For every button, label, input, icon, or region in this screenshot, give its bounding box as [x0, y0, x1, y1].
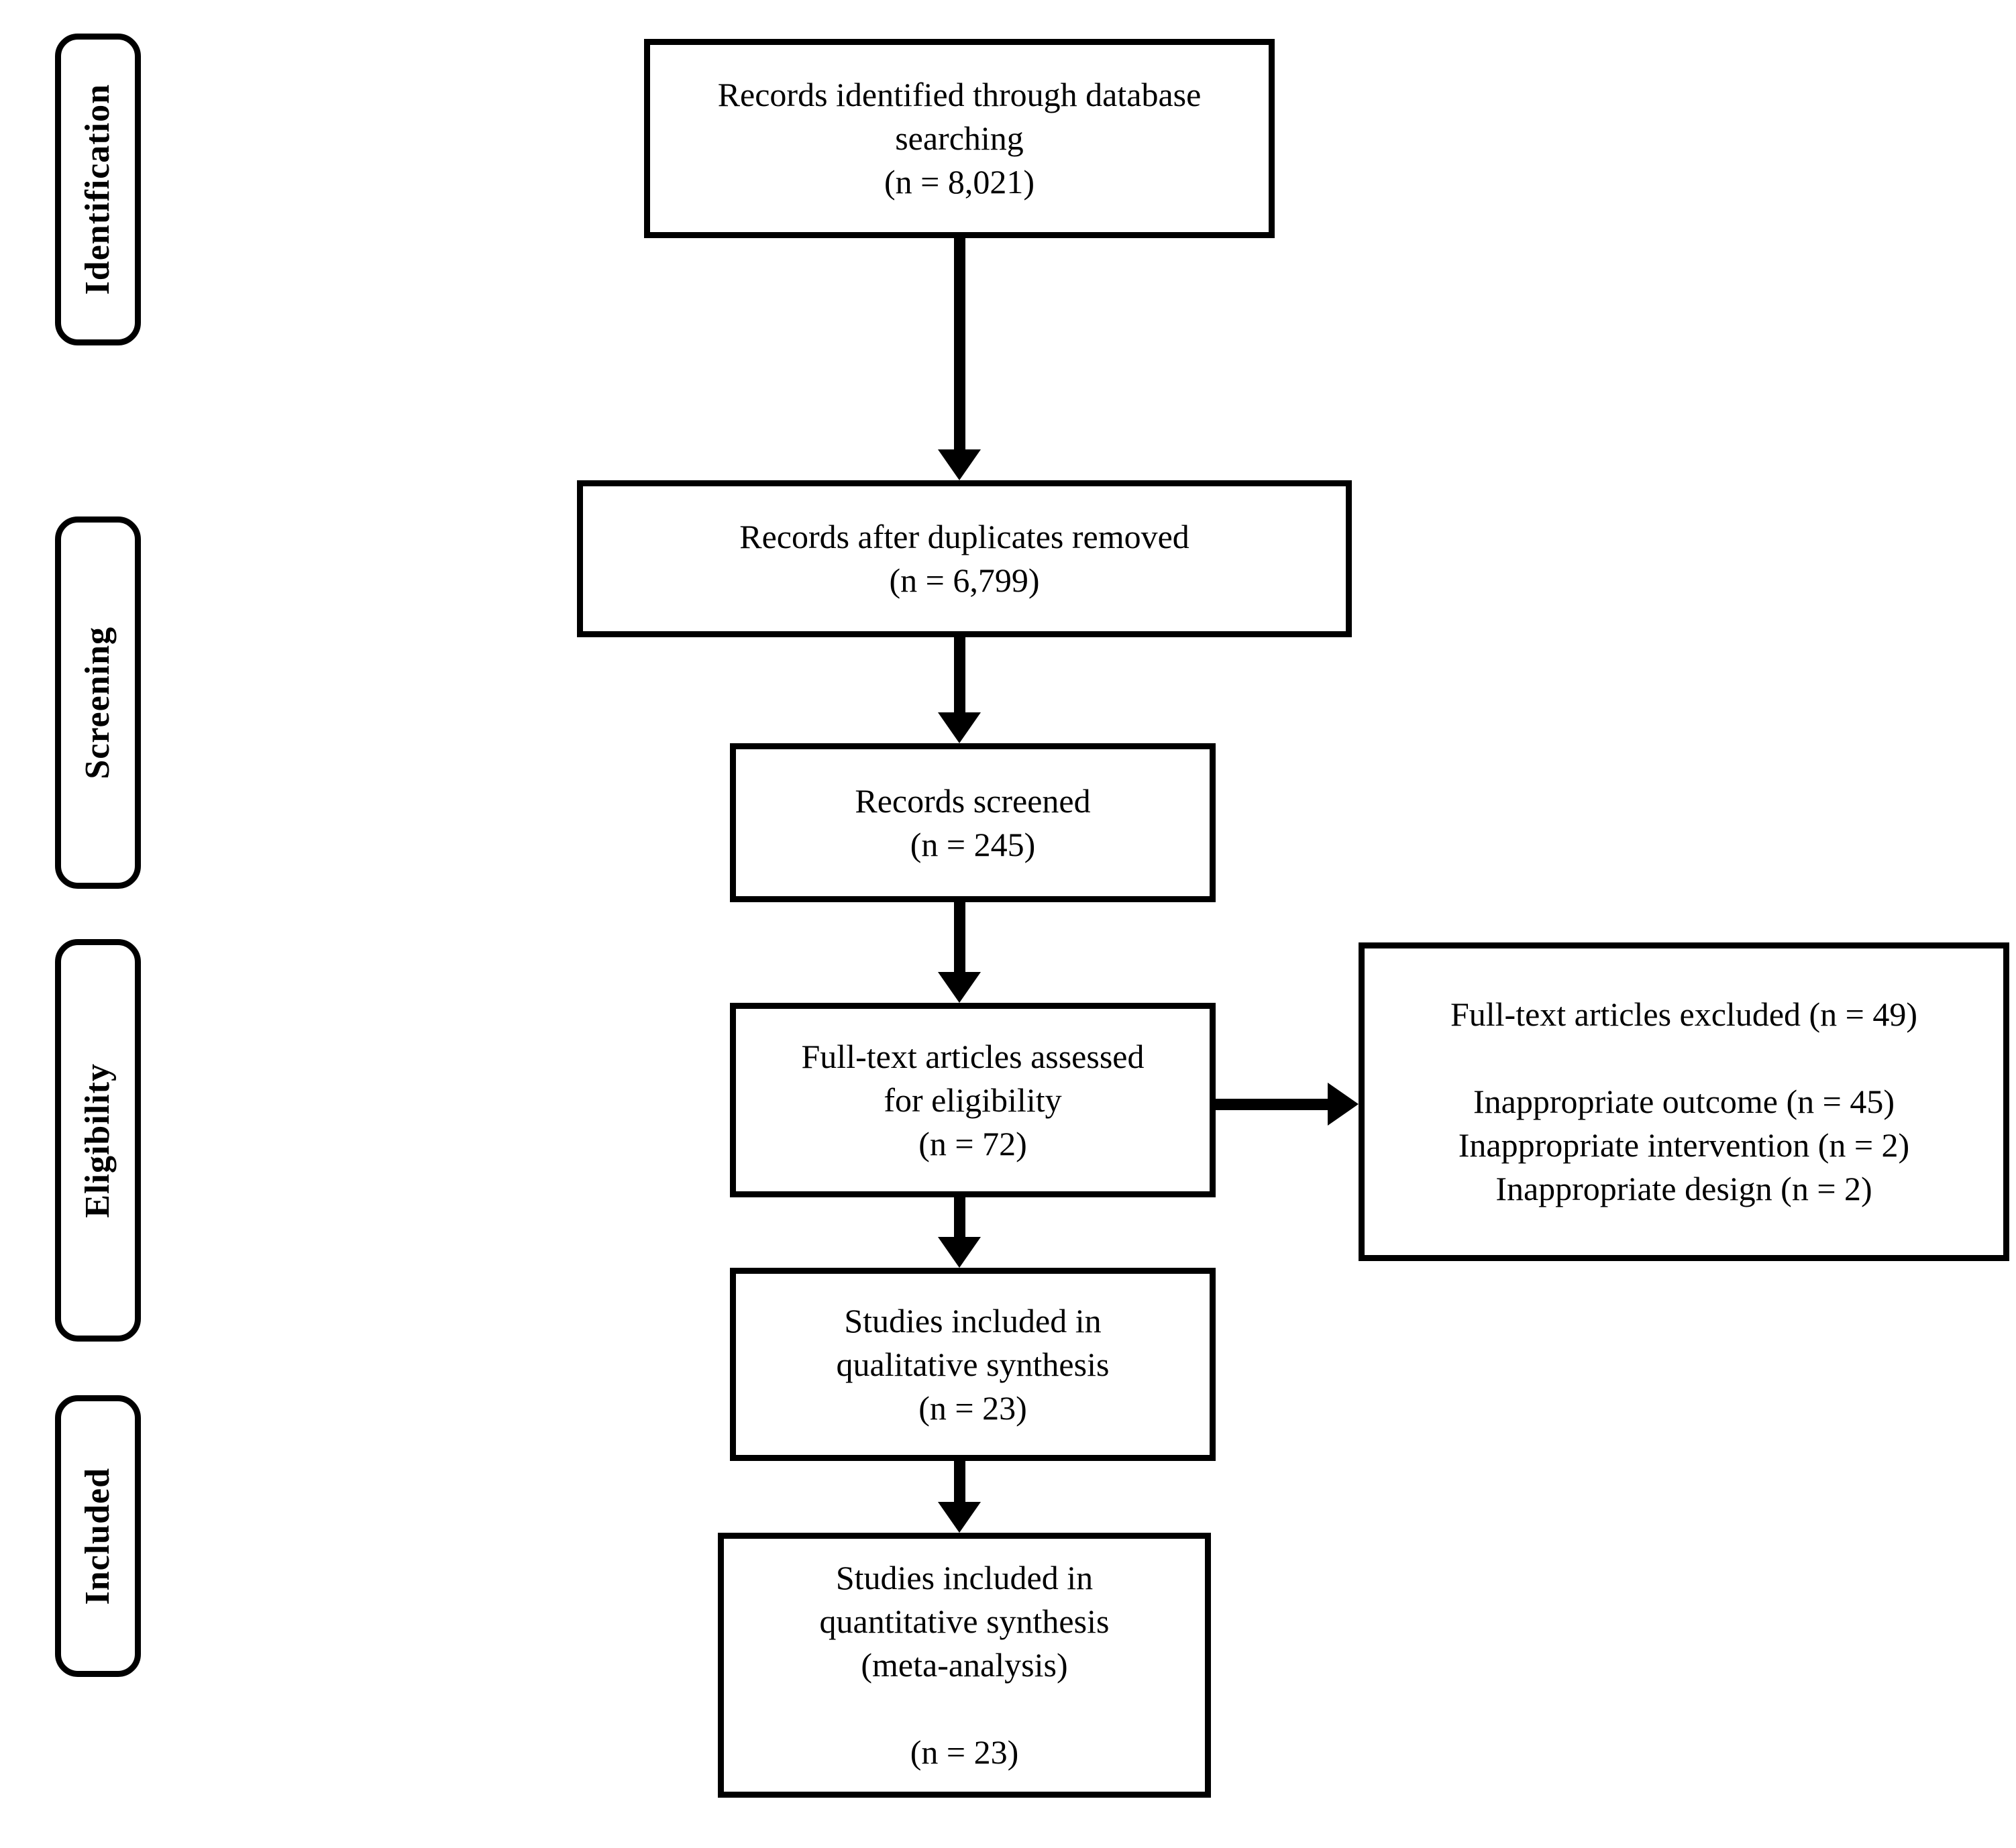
arrow-shaft: [954, 637, 965, 712]
arrow-shaft: [1216, 1099, 1328, 1110]
arrow-head: [938, 972, 981, 1003]
arrow-shaft: [954, 1197, 965, 1237]
arrow-head: [938, 1237, 981, 1268]
box-qualitative-synthesis: Studies included in qualitative synthesi…: [730, 1268, 1216, 1461]
stage-label-identification: Identification: [55, 34, 141, 345]
stage-label-eligibility-text: Eligibility: [78, 1063, 117, 1218]
box-records-identified-text: Records identified through database sear…: [717, 76, 1202, 201]
stage-label-identification-text: Identification: [78, 84, 117, 295]
box-records-identified: Records identified through database sear…: [644, 39, 1275, 238]
box-fulltext-excluded: Full-text articles excluded (n = 49) Ina…: [1359, 942, 2009, 1261]
box-records-after-duplicates: Records after duplicates removed (n = 6,…: [577, 480, 1352, 637]
arrow-head: [1328, 1083, 1359, 1126]
box-records-after-duplicates-text: Records after duplicates removed (n = 6,…: [739, 518, 1189, 599]
stage-label-screening: Screening: [55, 517, 141, 889]
box-records-screened: Records screened (n = 245): [730, 743, 1216, 902]
box-quantitative-synthesis: Studies included in quantitative synthes…: [718, 1533, 1211, 1798]
stage-label-included-text: Included: [78, 1467, 117, 1605]
box-fulltext-excluded-text: Full-text articles excluded (n = 49) Ina…: [1450, 995, 1918, 1207]
arrow-shaft: [954, 902, 965, 972]
box-fulltext-assessed-text: Full-text articles assessed for eligibil…: [801, 1037, 1145, 1162]
stage-label-included: Included: [55, 1395, 141, 1677]
box-fulltext-assessed: Full-text articles assessed for eligibil…: [730, 1003, 1216, 1197]
arrow-shaft: [954, 1461, 965, 1502]
box-qualitative-synthesis-text: Studies included in qualitative synthesi…: [836, 1301, 1110, 1427]
stage-label-screening-text: Screening: [78, 626, 117, 779]
box-quantitative-synthesis-text: Studies included in quantitative synthes…: [819, 1559, 1110, 1771]
arrow-head: [938, 449, 981, 480]
stage-label-eligibility: Eligibility: [55, 939, 141, 1342]
arrow-head: [938, 712, 981, 743]
arrow-shaft: [954, 238, 965, 449]
box-records-screened-text: Records screened (n = 245): [855, 781, 1091, 863]
arrow-head: [938, 1502, 981, 1533]
